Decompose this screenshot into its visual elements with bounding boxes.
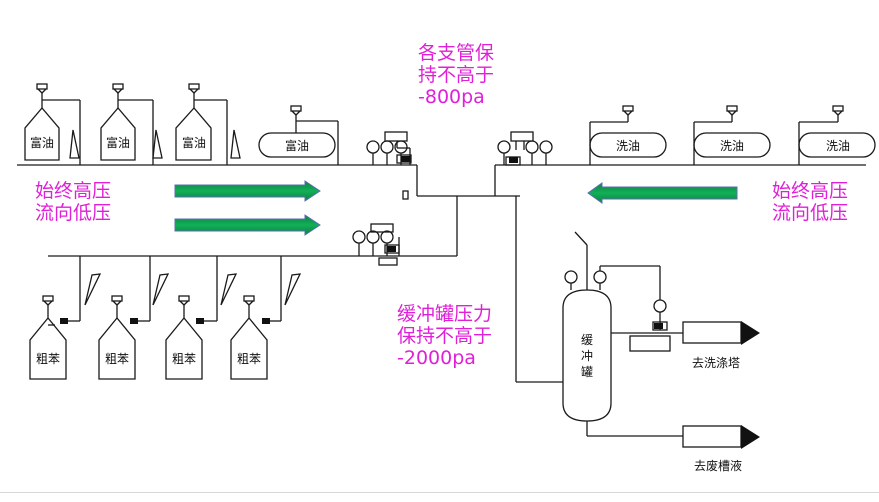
flow-note-right-line-2: 流向低压 [772,202,849,224]
flow-note-left-line-1: 始终高压 [35,180,112,202]
flow-note-right-line-1: 始终高压 [772,180,849,202]
crude-benzene-gauge-group [352,223,400,266]
wash-oil-tank-3 [798,105,876,165]
crude-benzene-tank-1 [29,256,102,380]
waste-outlet-arrowhead [741,425,760,449]
scrubber-outlet [682,321,742,344]
to-scrubber-label: 去洗涤塔 [692,356,740,370]
branch-pressure-line-1: 各支管保 [418,42,495,64]
wash-oil-tank-1-label: 洗油 [616,139,640,153]
rich-oil-horizontal-tank [258,105,339,165]
waste-outlet [682,425,742,448]
crude-benzene-tank-3-label: 粗苯 [172,352,196,366]
bottom-divider [0,492,879,493]
rich-oil-tank-3 [175,83,241,165]
buffer-tank-label-3: 罐 [581,365,593,379]
buffer-pressure-line-1: 缓冲罐压力 [397,303,493,325]
wash-oil-tank-2 [693,105,771,165]
crude-benzene-tank-1-label: 粗苯 [36,352,60,366]
flow-note-left-line-2: 流向低压 [35,202,112,224]
buffer-tank-label-1: 缓 [581,333,593,347]
rich-oil-tank-1-label: 富油 [30,135,54,150]
flow-arrow-right-lower [174,214,321,236]
buffer-pressure-line-3: -2000pa [397,347,476,369]
wash-oil-gauge-group [497,131,553,166]
wash-oil-tank-3-label: 洗油 [826,139,850,153]
rich-oil-tank-2-label: 富油 [106,135,130,150]
crude-benzene-tank-4 [230,256,302,380]
flow-arrow-right-upper [174,180,321,202]
flow-note-left: 始终高压 流向低压 [35,180,111,224]
crude-benzene-tank-2-label: 粗苯 [105,352,129,366]
crude-benzene-tank-3 [165,256,238,380]
buffer-tank [562,231,683,437]
buffer-tank-label-2: 冲 [581,348,593,363]
crude-benzene-tank-4-label: 粗苯 [237,352,261,366]
branch-pressure-line-3: -800pa [418,86,485,108]
scrubber-outlet-arrowhead [741,321,760,345]
wash-oil-tank-2-label: 洗油 [720,139,744,153]
branch-pressure-line-2: 持不高于 [418,64,495,86]
crude-benzene-tank-2 [98,256,170,380]
rich-oil-tank-3-label: 富油 [182,135,206,150]
branch-pressure-note: 各支管保 持不高于 -800pa [418,42,494,108]
buffer-pressure-note: 缓冲罐压力 保持不高于 -2000pa [397,303,492,369]
flow-arrow-left [587,182,738,204]
rich-oil-tank-2 [100,83,163,165]
wash-oil-tank-1 [589,105,667,165]
rich-oil-horizontal-label: 富油 [285,138,309,153]
rich-oil-tank-1 [24,83,81,165]
flow-note-right: 始终高压 流向低压 [772,180,848,224]
to-waste-label: 去废槽液 [694,458,742,473]
buffer-pressure-line-2: 保持不高于 [397,325,493,347]
